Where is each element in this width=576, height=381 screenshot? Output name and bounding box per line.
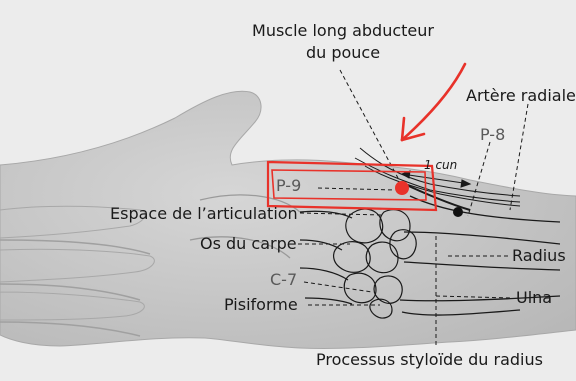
label-p9: P-9 [276,178,301,194]
label-c7: C-7 [270,272,297,288]
label-1-cun: 1 cun [424,159,457,171]
label-radius: Radius [512,248,566,264]
red-arrow [402,64,465,140]
label-pisiforme: Pisiforme [224,297,298,313]
label-os-du-carpe: Os du carpe [200,236,297,252]
p8-point [453,207,463,217]
label-muscle-line1: Muscle long abducteur [228,20,458,42]
label-p8: P-8 [480,127,505,143]
label-artere-radiale: Artère radiale [466,88,576,104]
p9-point [395,181,409,195]
label-espace-articulation: Espace de l’articulation [110,206,298,222]
label-processus-styloide: Processus styloïde du radius [316,352,543,368]
label-muscle-line2: du pouce [228,42,458,64]
label-muscle: Muscle long abducteur du pouce [228,20,458,64]
label-ulna: Ulna [516,290,552,306]
